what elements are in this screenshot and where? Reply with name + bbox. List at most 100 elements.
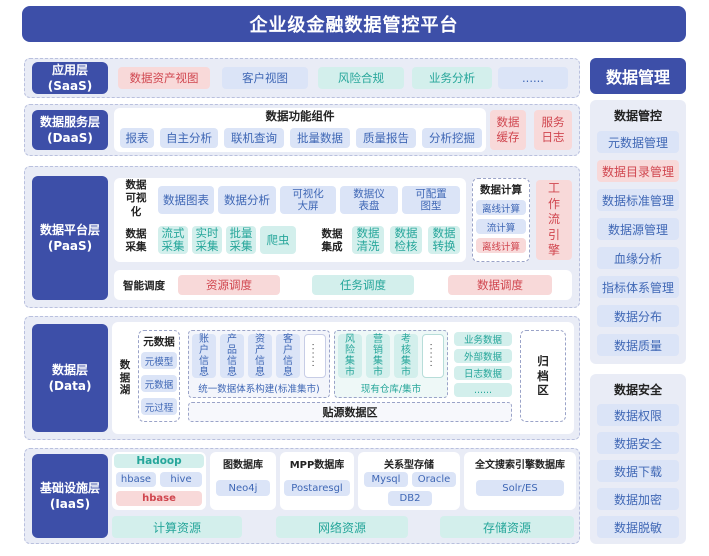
relational-title: 关系型存储 — [384, 459, 434, 471]
model-col: 账户信息 — [192, 334, 216, 378]
compute-item: 离线计算 — [476, 238, 526, 253]
iaas-layer-label: 基础设施层 (IaaS) — [32, 454, 108, 538]
daas-item: 批量数据 — [290, 128, 350, 148]
security-item-masking: 数据脱敏 — [597, 516, 679, 538]
source-item: 业务数据 — [454, 332, 512, 346]
source-item: ...... — [454, 383, 512, 397]
source-area: 贴源数据区 — [188, 402, 512, 422]
search-db-item: Solr/ES — [476, 480, 564, 496]
graph-db-title: 图数据库 — [223, 459, 263, 471]
source-item: 外部数据 — [454, 349, 512, 363]
visual-item: 数据图表 — [158, 186, 214, 214]
paas-layer-label: 数据平台层 (PaaS) — [32, 176, 108, 300]
daas-cache: 数据缓存 — [490, 110, 526, 150]
mart-ellipsis: ...... — [422, 334, 444, 378]
relational-item: DB2 — [388, 491, 432, 506]
control-item-standard: 数据标准管理 — [597, 189, 679, 211]
daas-item: 报表 — [120, 128, 154, 148]
meta-item: 元数据 — [141, 375, 177, 392]
archive-area: 归档区 — [520, 330, 566, 422]
schedule-item: 任务调度 — [312, 275, 414, 295]
mart-col: 风险集市 — [338, 334, 362, 378]
control-item-catalog: 数据目录管理 — [597, 160, 679, 182]
control-item-metadata: 元数据管理 — [597, 131, 679, 153]
visual-item: 可视化大屏 — [280, 186, 336, 214]
collect-item: 流式采集 — [158, 226, 188, 254]
security-item-download: 数据下载 — [597, 460, 679, 482]
data-security-title: 数据安全 — [613, 382, 662, 397]
mpp-db-item: Postaresgl — [284, 480, 350, 496]
source-item: 日志数据 — [454, 366, 512, 380]
relational-item: Oracle — [412, 472, 456, 487]
model-col: 客户信息 — [276, 334, 300, 378]
control-item-distribution: 数据分布 — [597, 305, 679, 327]
iaas-label-line2: (IaaS) — [49, 497, 91, 511]
model-ellipsis: ...... — [304, 334, 326, 378]
compute-label: 数据计算 — [480, 183, 522, 196]
collect-item: 批量采集 — [226, 226, 256, 254]
saas-layer-label: 应用层 (SaaS) — [32, 62, 108, 94]
compute-resource: 计算资源 — [112, 516, 242, 538]
workflow-engine: 工作流引擎 — [536, 180, 572, 260]
integrate-item: 数据检核 — [390, 226, 422, 254]
security-item-security: 数据安全 — [597, 432, 679, 454]
daas-group-title: 数据功能组件 — [265, 109, 335, 123]
collect-item: 实时采集 — [192, 226, 222, 254]
schedule-item: 资源调度 — [178, 275, 280, 295]
daas-item: 质量报告 — [356, 128, 416, 148]
collect-label: 数据采集 — [125, 227, 147, 253]
hadoop-title: Hadoop — [114, 454, 204, 468]
control-item-lineage: 血缘分析 — [597, 247, 679, 269]
search-db-title: 全文搜索引擎数据库 — [475, 459, 565, 471]
daas-cache-label: 数据缓存 — [496, 115, 520, 144]
security-item-permission: 数据权限 — [597, 404, 679, 426]
saas-item: ...... — [498, 67, 568, 89]
model-col: 产品信息 — [220, 334, 244, 378]
data-label-line2: (Data) — [48, 379, 92, 393]
security-item-encryption: 数据加密 — [597, 488, 679, 510]
hadoop-item: hbase — [116, 472, 156, 487]
control-item-indicator: 指标体系管理 — [597, 276, 679, 298]
paas-label-line2: (PaaS) — [47, 239, 93, 253]
meta-label: 元数据 — [143, 335, 175, 348]
model-col: 资产信息 — [248, 334, 272, 378]
meta-item: 元过程 — [141, 398, 177, 415]
control-item-quality: 数据质量 — [597, 334, 679, 356]
data-control-title: 数据管控 — [613, 108, 662, 123]
iaas-label-line1: 基础设施层 — [39, 480, 100, 495]
data-lake-label: 数据湖 — [119, 359, 131, 397]
daas-item: 联机查询 — [224, 128, 284, 148]
hadoop-item: hive — [160, 472, 202, 487]
saas-label-line1: 应用层 — [51, 62, 88, 77]
relational-item: Mysql — [364, 472, 408, 487]
paas-label-line1: 数据平台层 — [39, 222, 100, 237]
visual-label: 数据可视化 — [125, 179, 147, 218]
visual-item: 数据分析 — [218, 186, 276, 214]
collect-item: 爬虫 — [260, 226, 296, 254]
page-title: 企业级金融数据管控平台 — [22, 6, 686, 42]
daas-label-line1: 数据服务层 — [39, 114, 100, 129]
daas-layer-label: 数据服务层 (DaaS) — [32, 110, 108, 150]
data-security-panel — [590, 374, 686, 544]
daas-label-line2: (DaaS) — [47, 131, 93, 145]
saas-item: 风险合规 — [318, 67, 404, 89]
compute-item: 离线计算 — [476, 200, 526, 215]
mart-caption: 现有仓库/集市 — [360, 384, 422, 395]
visual-item: 数据仪表盘 — [340, 186, 398, 214]
daas-item: 分析挖掘 — [422, 128, 482, 148]
schedule-label: 智能调度 — [123, 279, 165, 292]
control-item-datasource: 数据源管理 — [597, 218, 679, 240]
storage-resource: 存储资源 — [440, 516, 574, 538]
saas-label-line2: (SaaS) — [47, 79, 93, 93]
mart-col: 营销集市 — [366, 334, 390, 378]
meta-item: 元模型 — [141, 352, 177, 369]
data-label-line1: 数据层 — [51, 362, 88, 377]
data-management-header: 数据管理 — [590, 58, 686, 94]
network-resource: 网络资源 — [276, 516, 408, 538]
integrate-label: 数据集成 — [321, 227, 343, 253]
daas-log-label: 服务日志 — [541, 115, 565, 144]
mart-col: 考核集市 — [394, 334, 418, 378]
integrate-item: 数据清洗 — [352, 226, 384, 254]
hadoop-item: hbase — [116, 491, 202, 506]
saas-item: 客户视图 — [222, 67, 308, 89]
